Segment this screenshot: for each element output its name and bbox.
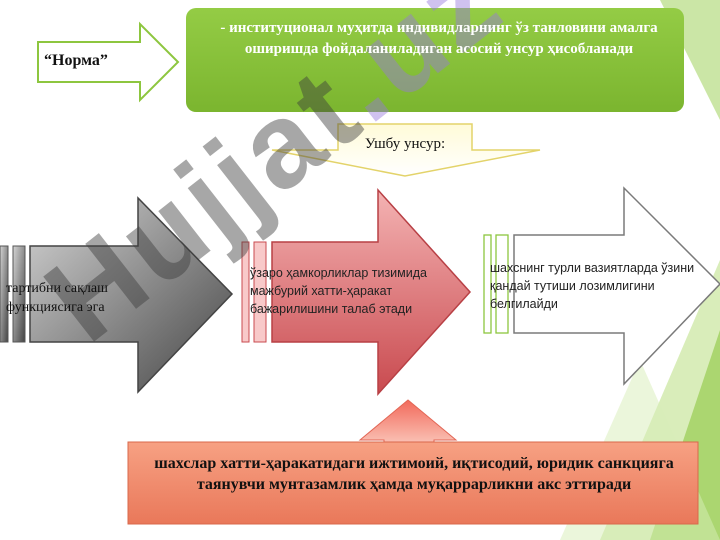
middle-arrow — [241, 188, 472, 396]
right-arrow — [483, 186, 720, 386]
definition-box — [186, 8, 684, 112]
left-arrow-text: тартибни сақлаш функциясига эга — [6, 281, 108, 315]
definition-text: - институционал муҳитда индивидларнинг ў… — [220, 20, 658, 57]
left-arrow — [0, 196, 234, 394]
norma-arrow — [37, 21, 180, 103]
subtitle: Ушбу унсур: — [364, 136, 446, 152]
right-arrow-text: шахснинг турли вазиятларда ўзини қандай … — [490, 261, 695, 311]
summary-text: шахслар хатти-ҳаракатидаги ижтимоий, иқт… — [154, 455, 674, 493]
funnel-shape — [271, 123, 541, 177]
middle-arrow-text: ўзаро ҳамкорликлар тизимида мажбурий хат… — [250, 266, 427, 316]
summary-box — [127, 441, 699, 525]
norma-label: “Норма” — [44, 52, 108, 69]
